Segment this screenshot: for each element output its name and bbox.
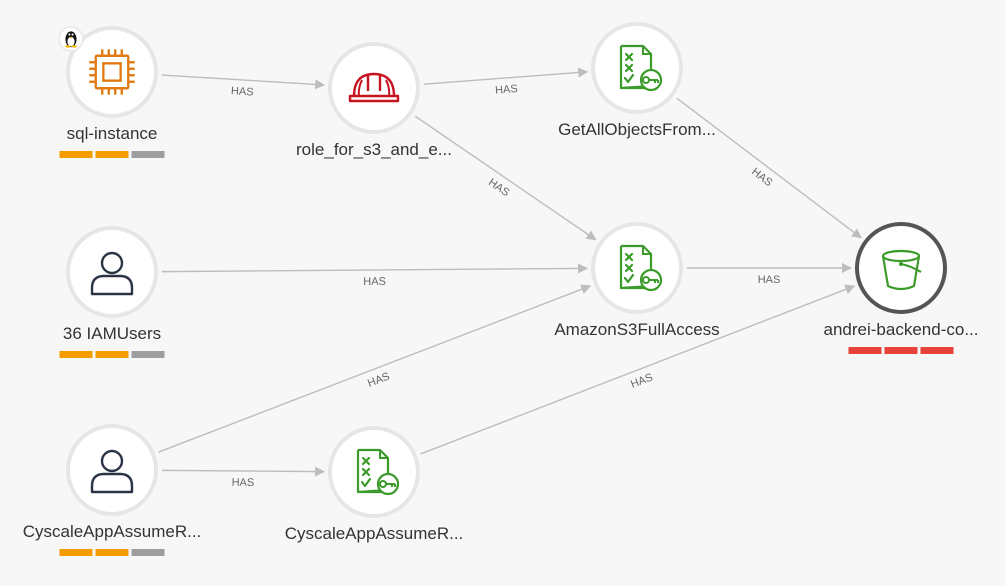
risk-segment-orange [59,549,93,556]
node-bucket[interactable] [855,222,947,314]
node-users[interactable] [66,226,158,318]
edge-label: HAS [366,370,391,389]
risk-segment-orange [59,351,93,358]
node-label-getall[interactable]: GetAllObjectsFrom... [558,120,716,139]
node-label-role[interactable]: role_for_s3_and_e... [296,140,452,159]
node-role[interactable] [328,42,420,134]
risk-score-bar [848,347,954,354]
node-label-cyuser[interactable]: CyscaleAppAssumeR... [22,522,202,541]
risk-score-bar [59,549,165,556]
edge-users-s3full[interactable] [161,263,589,274]
node-label-sql[interactable]: sql-instance [66,124,158,143]
node-cypolicy[interactable] [328,426,420,518]
risk-segment-red [920,347,954,354]
edge-sql-role[interactable] [161,74,326,90]
selected-node-ring [855,222,947,314]
edge-role-getall[interactable] [423,67,589,85]
edge-label: HAS [495,83,518,97]
risk-segment-red [884,347,918,354]
node-sql[interactable] [58,26,158,118]
risk-segment-orange [95,549,129,556]
risk-segment-orange [59,151,93,158]
edge-cyuser-cypolicy[interactable] [161,466,326,477]
risk-segment-gray [131,351,165,358]
edge-cyuser-s3full[interactable] [158,284,592,453]
node-label-users[interactable]: 36 IAMUsers [62,324,162,343]
edge-cypolicy-bucket[interactable] [420,284,856,455]
edge-label: HAS [758,274,781,286]
risk-segment-gray [131,549,165,556]
node-ring [591,222,683,314]
risk-segment-red [848,347,882,354]
node-ring [66,26,158,118]
risk-score-bar [59,151,165,158]
node-ring [591,22,683,114]
edge-label: HAS [232,477,255,489]
edge-label: HAS [629,371,654,390]
node-label-bucket[interactable]: andrei-backend-co... [823,320,979,339]
node-s3full[interactable] [591,222,683,314]
edge-getall-bucket[interactable] [676,97,862,239]
node-label-s3full[interactable]: AmazonS3FullAccess [554,320,720,339]
nodes-layer [58,22,947,518]
node-getall[interactable] [591,22,683,114]
edge-label: HAS [231,85,254,98]
node-label-cypolicy[interactable]: CyscaleAppAssumeR... [284,524,464,543]
node-cyuser[interactable] [66,424,158,516]
node-ring [328,426,420,518]
risk-segment-orange [95,351,129,358]
edge-role-s3full[interactable] [414,115,597,241]
edge-label: HAS [363,276,386,288]
node-ring [328,42,420,134]
risk-segment-gray [131,151,165,158]
risk-segment-orange [95,151,129,158]
risk-score-bar [59,351,165,358]
